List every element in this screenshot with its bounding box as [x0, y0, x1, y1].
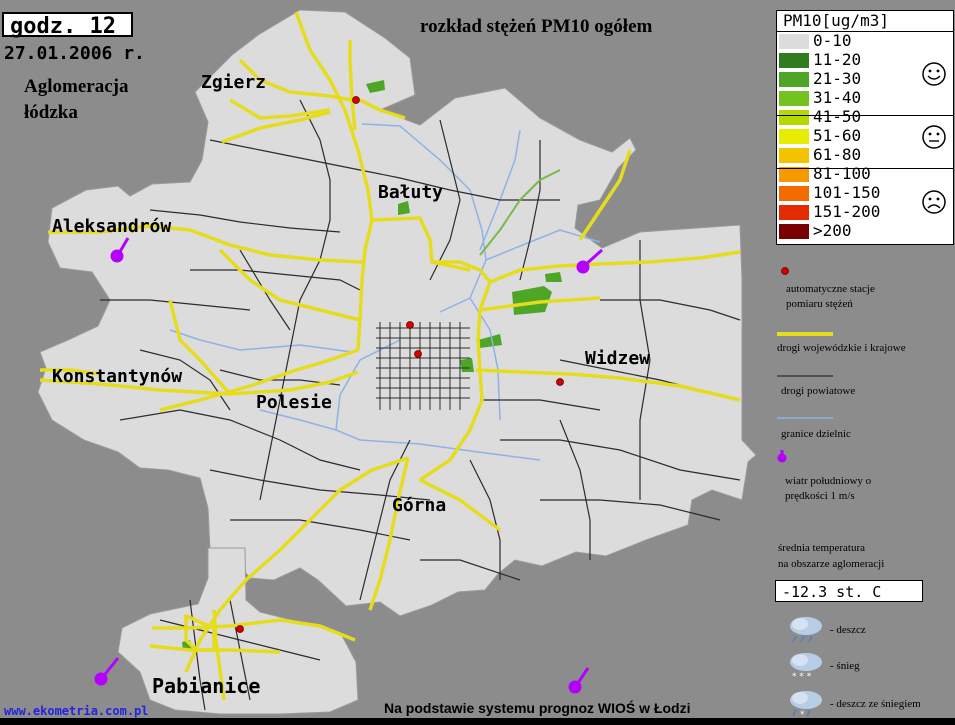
place-polesie: Polesie [256, 392, 332, 413]
patch-center-east [478, 334, 502, 348]
sleet-cloud-icon: * [790, 691, 822, 718]
rain-cloud-icon [790, 617, 822, 643]
station-centre [414, 350, 422, 358]
wind-pin-pabianice [94, 657, 120, 686]
patch-east-small [545, 272, 562, 282]
station-pabianice [236, 625, 244, 633]
key-district-borders: granice dzielnic [781, 428, 851, 440]
legend-row: 31-40 [777, 88, 953, 107]
legend-swatch [779, 34, 809, 49]
smiley-neutral-icon [922, 125, 946, 149]
legend-label: 81-100 [813, 164, 871, 183]
place-widzew: Widzew [585, 348, 651, 369]
legend-label: 11-20 [813, 50, 862, 69]
legend-swatch [779, 167, 809, 182]
hour-label: godz. 12 [2, 12, 133, 39]
region-label-1: Aglomeracja [24, 76, 129, 97]
region-label-2: łódzka [24, 102, 78, 123]
svg-text:*: * [800, 710, 805, 718]
legend-swatch [779, 53, 809, 68]
legend-row: 61-80 [777, 145, 953, 164]
legend-row: 101-150 [777, 183, 953, 202]
legend-row: 51-60 [777, 126, 953, 145]
legend-row: 21-30 [777, 69, 953, 88]
patch-east-large [512, 286, 552, 315]
key-wind-line2: prędkości 1 m/s [785, 490, 855, 502]
smiley-sad-icon [922, 190, 946, 214]
legend-swatch [779, 224, 809, 239]
key-stations-line2: pomiaru stężeń [786, 298, 853, 310]
key-snow: - śnieg [830, 660, 860, 672]
key-sleet: - deszcz ze śniegiem [830, 698, 921, 710]
legend-label: 51-60 [813, 126, 862, 145]
wind-indicators [94, 237, 603, 694]
county-road-key-icon [777, 375, 833, 377]
patch-center [460, 358, 474, 372]
wind-key-icon [777, 450, 787, 463]
place-gorna: Górna [392, 495, 447, 516]
city-centre-grid [376, 322, 470, 410]
legend-label: >200 [813, 221, 852, 240]
wind-pin-east [576, 248, 603, 274]
legend-swatch [779, 205, 809, 220]
measurement-stations [236, 96, 564, 633]
place-pabianice: Pabianice [152, 674, 261, 698]
baluty-road-green [479, 169, 561, 256]
district-border-key-icon [777, 417, 833, 419]
map-title: rozkład stężeń PM10 ogółem [420, 16, 653, 37]
svg-text:* * *: * * * [792, 672, 812, 680]
legend-row: 151-200 [777, 202, 953, 221]
key-county-roads: drogi powiatowe [781, 385, 856, 397]
temperature-value: -12.3 st. C [775, 580, 923, 602]
wind-pin-aleksandrow [110, 237, 130, 263]
legend-swatch [779, 91, 809, 106]
legend-label: 151-200 [813, 202, 881, 221]
main-roads [39, 11, 741, 701]
lodz-land-main [37, 9, 757, 617]
legend-label: 41-50 [813, 107, 862, 126]
legend-row: 0-10 [777, 31, 953, 50]
legend-label: 0-10 [813, 31, 852, 50]
legend-label: 31-40 [813, 88, 862, 107]
district-borders [169, 123, 601, 461]
legend-swatch [779, 110, 809, 125]
place-aleksandrow: Aleksandrów [52, 216, 172, 237]
legend-swatch [779, 72, 809, 87]
legend-swatch [779, 186, 809, 201]
key-main-roads: drogi wojewódzkie i krajowe [777, 342, 906, 354]
website-link[interactable]: www.ekometria.com.pl [4, 704, 149, 718]
main-road-key-icon [777, 332, 833, 336]
key-temp-line1: średnia temperatura [778, 542, 866, 554]
snow-cloud-icon: * * * [790, 653, 822, 680]
station-key-icon [781, 267, 789, 275]
legend-row: 41-50 [777, 107, 953, 126]
wind-pin-south [568, 667, 590, 694]
place-baluty: Bałuty [378, 182, 444, 203]
source-note: Na podstawie systemu prognoz WIOŚ w Łodz… [384, 700, 691, 716]
legend-row: >200 [777, 221, 953, 240]
station-widzew [556, 378, 564, 386]
smiley-happy-icon [922, 62, 946, 86]
place-zgierz: Zgierz [201, 72, 267, 93]
station-centre-north [406, 321, 414, 329]
key-rain: - deszcz [830, 624, 866, 636]
key-stations-line1: automatyczne stacje [786, 283, 875, 295]
key-wind-line1: wiatr południowy o [785, 475, 872, 487]
legend-label: 61-80 [813, 145, 862, 164]
legend-title: PM10[ug/m3] [783, 11, 889, 30]
place-konstantynow: Konstantynów [52, 366, 183, 387]
legend-swatch [779, 129, 809, 144]
key-temp-line2: na obszarze aglomeracji [778, 558, 885, 570]
patch-baluty [398, 201, 410, 215]
station-zgierz [352, 96, 360, 104]
legend-label: 21-30 [813, 69, 862, 88]
date-label: 27.01.2006 r. [4, 43, 145, 64]
patch-zgierz [366, 80, 385, 93]
legend-row: 11-20 [777, 50, 953, 69]
legend-label: 101-150 [813, 183, 881, 202]
legend-swatch [779, 148, 809, 163]
